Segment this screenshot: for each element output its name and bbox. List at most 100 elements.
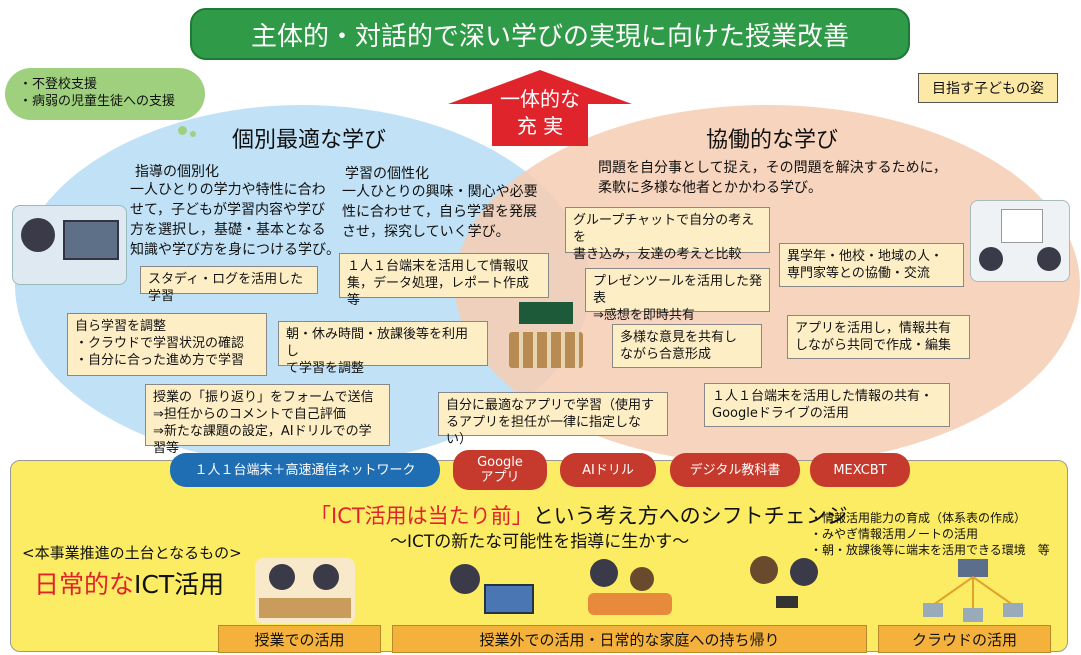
- study-log-note: スタディ・ログを活用した学習: [140, 266, 318, 304]
- blackboard-icon: [519, 302, 573, 324]
- note-line: るアプリを担任が一律に指定しない）: [446, 415, 642, 447]
- pill-label: １人１台端末＋高速通信ネットワーク: [194, 462, 416, 478]
- note-line: ・クラウドで学習状況の確認: [75, 336, 245, 351]
- desk-icon: [259, 598, 351, 618]
- person-head-icon: [750, 556, 778, 584]
- bar-label: 授業外での活用・日常的な家庭への持ち帰り: [479, 630, 780, 649]
- arrow-label: 一体的な 充 実: [500, 86, 580, 140]
- daily-red: 日常的な: [34, 570, 135, 599]
- note-line: ・自分に合った進め方で学習: [75, 353, 245, 368]
- kids-phone-illustration: [742, 552, 832, 622]
- cross-school-note: 異学年・他校・地域の人・ 専門家等との協働・交流: [779, 243, 964, 287]
- individual-learning-heading: 個別最適な学び: [232, 128, 387, 153]
- note-line: ⇒担任からのコメントで自己評価: [153, 407, 346, 422]
- note-line: 書き込み，友達の考えと比較: [573, 247, 742, 262]
- cloud-line: ・病弱の児童生徒への支援: [19, 94, 176, 109]
- foundation-label: <本事業推進の土台となるもの>: [22, 544, 242, 562]
- note-line: プレゼンツールを活用した発表: [593, 274, 763, 306]
- note-line: Googleドライブの活用: [712, 406, 849, 421]
- classroom-illustration: [505, 302, 587, 372]
- person-head-icon: [1037, 247, 1061, 271]
- server-icon: [958, 559, 988, 577]
- google-drive-note: １人１台端末を活用した情報の共有・ Googleドライブの活用: [704, 383, 950, 427]
- person-head-icon: [979, 247, 1003, 271]
- note-line: 多様な意見を共有し: [620, 330, 738, 345]
- whiteboard-icon: [1001, 209, 1043, 243]
- digital-textbook-pill: デジタル教科書: [670, 453, 800, 487]
- person-head-icon: [590, 559, 618, 587]
- daily-ict-label: 日常的なICT活用: [34, 565, 224, 601]
- child-tablet-illustration: [440, 560, 550, 620]
- text-line: 一人ひとりの学力や特性に合わ: [130, 182, 326, 198]
- person-head-icon: [450, 564, 480, 594]
- students-desk-illustration: [255, 558, 355, 624]
- cloud-dot: [190, 131, 196, 137]
- cloud-network-illustration: [923, 559, 1023, 622]
- individualized-instruction-head: 指導の個別化: [135, 164, 219, 180]
- pill-label: AIドリル: [582, 462, 634, 478]
- note-line: ⇒新たな課題の設定，AIドリルでの学習等: [153, 424, 372, 456]
- arrow-shape: [448, 70, 632, 146]
- one-device-note: １人１台端末を活用して情報収 集，データ処理，レポート作成等: [339, 253, 549, 308]
- outside-class-use-bar: 授業外での活用・日常的な家庭への持ち帰り: [392, 625, 867, 653]
- list-line: ・朝・放課後等に端末を活用できる環境 等: [810, 543, 1050, 557]
- note-line: 専門家等との協働・交流: [787, 266, 930, 281]
- shift-rest: という考え方へのシフトチェンジ: [532, 504, 848, 528]
- network-pill: １人１台端末＋高速通信ネットワーク: [170, 453, 440, 487]
- note-line: しながら共同で作成・編集: [795, 338, 952, 353]
- pill-label: デジタル教科書: [689, 462, 781, 478]
- google-apps-pill: Google アプリ: [453, 450, 547, 490]
- text-line: 問題を自分事として捉え，その問題を解決するために，: [598, 160, 947, 176]
- text-line: 性に合わせて，自ら学習を発展: [342, 204, 538, 220]
- list-line: ・みやぎ情報活用ノートの活用: [810, 527, 979, 541]
- note-line: グループチャットで自分の考えを: [573, 213, 755, 245]
- collaborative-learning-text: 問題を自分事として捉え，その問題を解決するために， 柔軟に多様な他者とかかわる学…: [598, 158, 978, 198]
- daily-black: ICT活用: [134, 570, 225, 599]
- shift-subheading: ～ICTの新たな可能性を指導に生かす～: [390, 532, 690, 552]
- mexcbt-pill: MEXCBT: [810, 453, 910, 487]
- cloud-line: ・不登校支援: [19, 77, 98, 92]
- device-icon: [923, 603, 943, 617]
- monitor-icon: [63, 220, 119, 260]
- pill-label: Google アプリ: [477, 455, 523, 485]
- device-icon: [1003, 603, 1023, 617]
- note-line: 異学年・他校・地域の人・: [787, 249, 944, 264]
- title-text: 主体的・対話的で深い学びの実現に向けた授業改善: [250, 21, 849, 52]
- note-line: ながら合意形成: [620, 347, 712, 362]
- presentation-note: プレゼンツールを活用した発表 ⇒感想を即時共有: [585, 268, 770, 323]
- integration-arrow: [448, 70, 632, 146]
- note-line: 集，データ処理，レポート作成等: [347, 276, 530, 308]
- arrow-line: 充 実: [516, 114, 564, 138]
- note-line: 授業の「振り返り」をフォームで送信: [153, 390, 374, 405]
- shift-highlight: 「ICT活用は当たり前」: [310, 504, 533, 528]
- group-chat-note: グループチャットで自分の考えを 書き込み，友達の考えと比較: [565, 207, 770, 262]
- info-literacy-list: ・情報活用能力の育成（体系表の作成） ・みやぎ情報活用ノートの活用 ・朝・放課後…: [810, 510, 1050, 558]
- title-banner: 主体的・対話的で深い学びの実現に向けた授業改善: [190, 8, 910, 60]
- consensus-note: 多様な意見を共有し ながら合意形成: [612, 324, 762, 368]
- goal-label: 目指す子どもの姿: [932, 81, 1044, 97]
- group-discussion-illustration: [970, 200, 1070, 282]
- phone-icon: [776, 596, 798, 608]
- person-head-icon: [21, 218, 55, 252]
- reflection-form-note: 授業の「振り返り」をフォームで送信 ⇒担任からのコメントで自己評価 ⇒新たな課題…: [145, 384, 390, 456]
- text-line: 柔軟に多様な他者とかかわる学び。: [598, 180, 822, 196]
- bar-label: クラウドの活用: [911, 630, 1017, 649]
- desks-icon: [509, 332, 583, 368]
- ai-drill-pill: AIドリル: [560, 453, 656, 487]
- in-class-use-bar: 授業での活用: [218, 625, 381, 653]
- self-adjust-note: 自ら学習を調整 ・クラウドで学習状況の確認 ・自分に合った進め方で学習: [67, 313, 267, 376]
- note-line: 自分に最適なアプリで学習（使用す: [446, 398, 655, 413]
- text-line: 一人ひとりの興味・関心や必要: [342, 184, 538, 200]
- shift-change-heading: 「ICT活用は当たり前」という考え方へのシフトチェンジ: [310, 500, 848, 530]
- pill-label: MEXCBT: [833, 462, 887, 478]
- support-cloud: ・不登校支援 ・病弱の児童生徒への支援: [5, 68, 205, 120]
- note-line: １人１台端末を活用して情報収: [347, 259, 529, 274]
- person-head-icon: [630, 567, 654, 591]
- tablet-icon: [484, 584, 534, 614]
- text-line: 方を選択し，基礎・基本となる: [130, 222, 326, 238]
- teacher-computer-illustration: [12, 205, 127, 285]
- body-icon: [588, 593, 672, 615]
- personalized-learning-text: 一人ひとりの興味・関心や必要 性に合わせて，自ら学習を発展 させ，探究していく学…: [342, 182, 552, 242]
- note-line: 自ら学習を調整: [75, 319, 167, 334]
- arrow-line: 一体的な: [500, 87, 580, 111]
